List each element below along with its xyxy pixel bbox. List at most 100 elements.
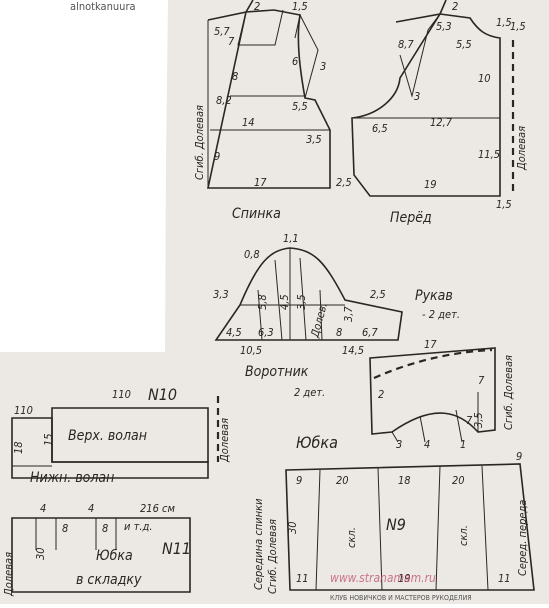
sleeve-dim: 2,5 <box>370 288 386 301</box>
front-piece: Перёд Долевая 2 1,5 8,7 5,3 5,5 3 10 6,5… <box>351 0 528 226</box>
ruffle-grain-label: Долевая <box>218 418 231 463</box>
front-dim: 1,5 <box>496 16 512 29</box>
collar-piece: Воротник 2 дет. Сгиб. Долевая 17 7 2 3,5… <box>245 338 515 451</box>
ruffle-dim: 110 <box>112 388 131 401</box>
back-dim: 3,5 <box>306 133 322 146</box>
sleeve-dim: 1,1 <box>283 232 299 245</box>
front-dim: 8,7 <box>398 38 414 51</box>
skirt11-dim: 8 <box>62 522 68 535</box>
back-dim: 1,5 <box>292 0 308 13</box>
collar-dim: 17 <box>424 338 437 351</box>
skirt9-dim: 19 <box>398 572 411 585</box>
front-dim: 1,5 <box>510 20 526 33</box>
front-dim: 6,5 <box>372 122 388 135</box>
front-dim: 19 <box>424 178 437 191</box>
skirt9-front-mid-label: Серед. переда <box>516 500 529 576</box>
sleeve-count: - 2 дет. <box>422 308 460 321</box>
front-dim: 12,7 <box>430 116 453 129</box>
collar-count: 2 дет. <box>294 386 325 399</box>
ruffle-dim: 18 <box>12 441 25 454</box>
skirt9-back-fold-label: Сгиб. Долевая <box>266 519 279 594</box>
skirt9-dim: 11 <box>296 572 309 585</box>
back-title: Спинка <box>232 206 281 222</box>
watermark-text: КЛУБ НОВИЧКОВ И МАСТЕРОВ РУКОДЕЛИЯ <box>330 594 472 602</box>
skirt11-dim: и т.д. <box>124 520 152 533</box>
front-dim: 10 <box>478 72 491 85</box>
sleeve-dim: 6,3 <box>258 326 274 339</box>
sleeve-dim: 4,5 <box>226 326 242 339</box>
sleeve-dim: 6,7 <box>362 326 378 339</box>
header-text: alnotkanuura <box>70 0 136 13</box>
collar-dim: 7 <box>466 414 473 427</box>
sleeve-dim: 8 <box>336 326 342 339</box>
front-dim: 1,5 <box>496 198 512 211</box>
skirt9-number: N9 <box>386 515 406 534</box>
skirt9-dim: 20 <box>452 474 465 487</box>
collar-dim: 7 <box>478 374 485 387</box>
skirt-pattern: Юбка N9 Середина спинки Сгиб. Долевая Се… <box>252 433 535 594</box>
back-dim: 8,2 <box>216 94 232 107</box>
back-dim: 7 <box>228 35 235 48</box>
sleeve-dim: 5,8 <box>256 294 269 310</box>
ruffle-upper-label: Верх. волан <box>68 428 147 444</box>
sleeve-dim: 10,5 <box>240 344 262 357</box>
ruffle-dim: 15 <box>42 433 55 446</box>
skirt9-dim: 9 <box>296 474 302 487</box>
collar-title: Воротник <box>245 364 309 380</box>
back-dim: 2 <box>254 0 260 13</box>
sleeve-dim: 0,8 <box>244 248 260 261</box>
skirt9-pleat-label: скл. <box>345 527 358 548</box>
sleeve-dim: 3,3 <box>213 288 229 301</box>
collar-dim: 2 <box>378 388 384 401</box>
pleated-skirt-pattern: N11 Юбка в складку Долевая 4 4 216 см 8 … <box>2 502 191 597</box>
skirt11-grain-label: Долевая <box>2 552 15 597</box>
back-dim: 5,5 <box>292 100 308 113</box>
back-fold-label: Сгиб. Долевая <box>193 105 206 180</box>
skirt9-dim: 18 <box>398 474 411 487</box>
collar-dim: 1 <box>460 438 466 451</box>
sleeve-dim: 3,5 <box>295 294 308 310</box>
skirt11-label-line1: Юбка <box>96 548 133 564</box>
sleeve-dim: 3,7 <box>342 306 355 322</box>
sleeve-title: Рукав <box>415 288 453 304</box>
back-dim: 3 <box>320 60 326 73</box>
sleeve-dim: 14,5 <box>342 344 364 357</box>
back-dim: 2,5 <box>336 176 352 189</box>
skirt9-dim: 20 <box>336 474 349 487</box>
collar-dim: 4 <box>424 438 430 451</box>
front-title: Перёд <box>390 210 432 226</box>
skirt11-number: N11 <box>162 539 191 558</box>
collar-dim: 3 <box>396 438 402 451</box>
ruffle-number: N10 <box>148 385 177 404</box>
back-dim: 8 <box>232 70 238 83</box>
back-dim: 14 <box>242 116 255 129</box>
front-dim: 3 <box>414 90 420 103</box>
skirt9-dim: 11 <box>498 572 511 585</box>
front-dim: 11,5 <box>478 148 500 161</box>
skirt9-dim: 9 <box>516 450 522 463</box>
skirt11-label-line2: в складку <box>76 572 142 588</box>
skirt11-dim: 8 <box>102 522 108 535</box>
back-dim: 9 <box>214 150 220 163</box>
front-grain-label: Долевая <box>515 126 528 171</box>
front-dim: 2 <box>452 0 458 13</box>
front-dim: 5,3 <box>436 20 452 33</box>
skirt11-dim: 4 <box>88 502 94 515</box>
skirt9-title: Юбка <box>296 433 338 452</box>
back-dim: 5,7 <box>214 25 230 38</box>
front-dim: 5,5 <box>456 38 472 51</box>
back-dim: 6 <box>292 55 298 68</box>
sleeve-dim: 4,5 <box>278 294 291 310</box>
ruffle-pattern: N10 Верх. волан Нижн. волан Долевая 110 … <box>11 385 231 486</box>
site-logo: www.stranamam.ru <box>330 571 436 585</box>
back-dim: 17 <box>254 176 267 189</box>
collar-dim: 3,5 <box>472 412 485 428</box>
skirt11-dim: 30 <box>34 547 47 560</box>
skirt11-dim: 4 <box>40 502 46 515</box>
back-piece: Спинка Сгиб. Долевая 2 1,5 5,7 7 8 8,2 6… <box>193 0 352 222</box>
ruffle-dim: 110 <box>14 404 33 417</box>
collar-fold-label: Сгиб. Долевая <box>502 355 515 430</box>
